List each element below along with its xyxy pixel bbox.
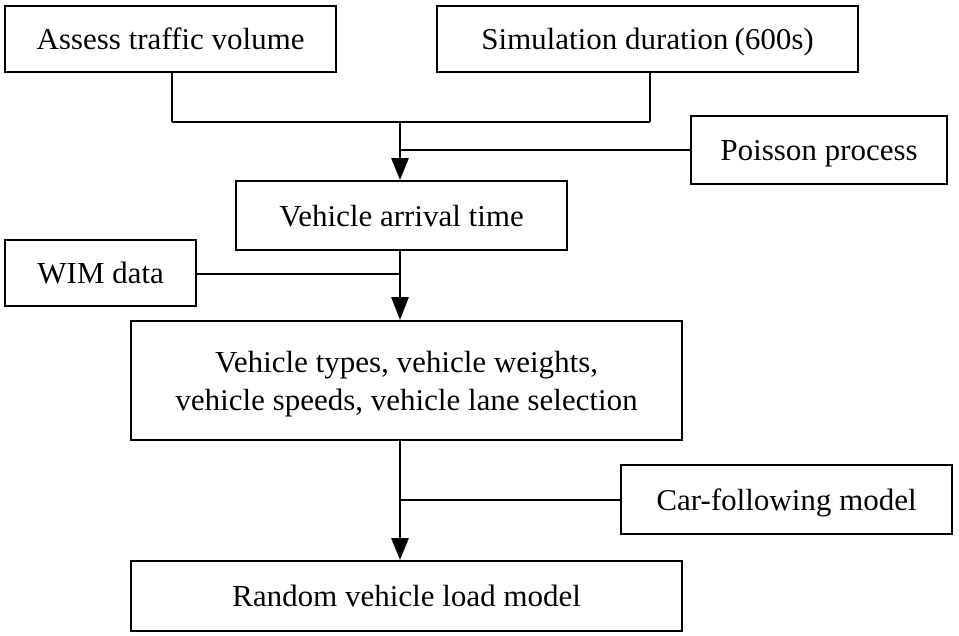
car-following-model-label: Car-following model [656,481,917,517]
wim-data-box: WIM data [4,239,197,307]
simulation-duration-label: Simulation duration (600s) [481,21,814,57]
assess-traffic-volume-label: Assess traffic volume [36,21,305,57]
vehicle-arrival-time-box: Vehicle arrival time [235,180,568,251]
poisson-process-box: Poisson process [690,115,948,185]
vehicle-attributes-line-1: Vehicle types, vehicle weights, [214,344,599,380]
vehicle-arrival-time-label: Vehicle arrival time [279,197,524,233]
simulation-duration-box: Simulation duration (600s) [436,5,859,73]
poisson-process-label: Poisson process [720,132,918,168]
wim-data-label: WIM data [37,255,164,291]
arrowhead-to-attributes [391,297,409,320]
random-vehicle-load-model-box: Random vehicle load model [130,560,683,632]
random-vehicle-load-model-label: Random vehicle load model [232,578,581,614]
arrowhead-to-arrival [391,158,409,180]
assess-traffic-volume-box: Assess traffic volume [4,5,337,73]
vehicle-attributes-text: Vehicle types, vehicle weights, vehicle … [175,343,637,417]
arrowhead-to-load-model [391,538,409,560]
car-following-model-box: Car-following model [620,464,953,535]
vehicle-attributes-box: Vehicle types, vehicle weights, vehicle … [130,320,683,441]
vehicle-attributes-line-2: vehicle speeds, vehicle lane selection [175,381,638,417]
